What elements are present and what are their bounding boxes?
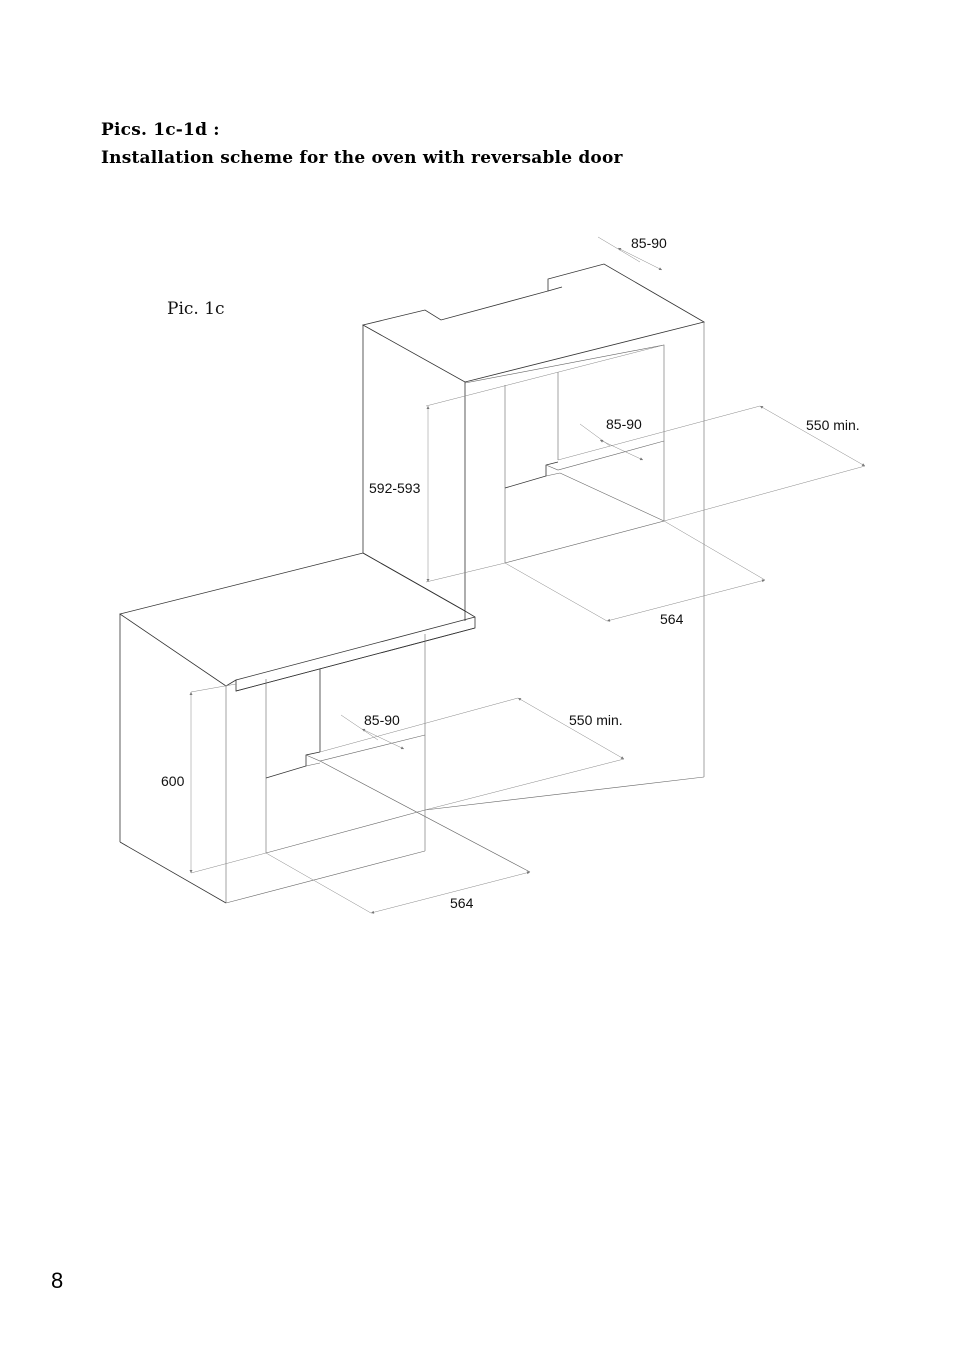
- dim-lower-width: 564: [450, 895, 474, 911]
- dim-lower-depth: 550 min.: [569, 712, 623, 728]
- dim-upper-side-gap: 85-90: [606, 416, 642, 432]
- heading-line-2: Installation scheme for the oven with re…: [101, 148, 623, 168]
- pic-label: Pic. 1c: [167, 299, 225, 319]
- upper-cabinet: [361, 263, 706, 777]
- dim-upper-height: 592-593: [369, 480, 421, 496]
- lower-dimensions: [189, 683, 625, 914]
- page-number: 8: [51, 1268, 64, 1293]
- dim-upper-top-gap: 85-90: [631, 235, 667, 251]
- dim-upper-width: 564: [660, 611, 684, 627]
- dim-lower-side-gap: 85-90: [364, 712, 400, 728]
- dim-lower-height: 600: [161, 773, 185, 789]
- upper-dimensions: [425, 236, 866, 622]
- heading-line-1: Pics. 1c-1d :: [101, 120, 220, 140]
- lower-cabinet: [119, 552, 705, 904]
- dim-upper-depth: 550 min.: [806, 417, 860, 433]
